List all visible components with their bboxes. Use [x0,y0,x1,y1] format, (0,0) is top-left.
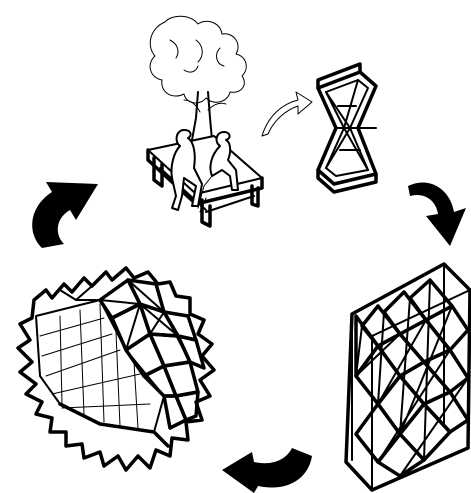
people-illustration [170,129,239,213]
curved-arrow-left-icon [32,182,98,248]
curved-arrow-bottom-icon [222,448,312,493]
small-outline-arrow-icon [261,91,313,137]
bench-illustration [146,135,264,228]
lattice-module-illustration [316,62,378,194]
lattice-panel-illustration [344,262,471,492]
bench-scene-illustration [146,15,264,228]
lattice-pavilion-illustration [16,266,216,472]
tree-illustration [149,15,247,141]
curved-arrow-right-icon [408,182,466,246]
